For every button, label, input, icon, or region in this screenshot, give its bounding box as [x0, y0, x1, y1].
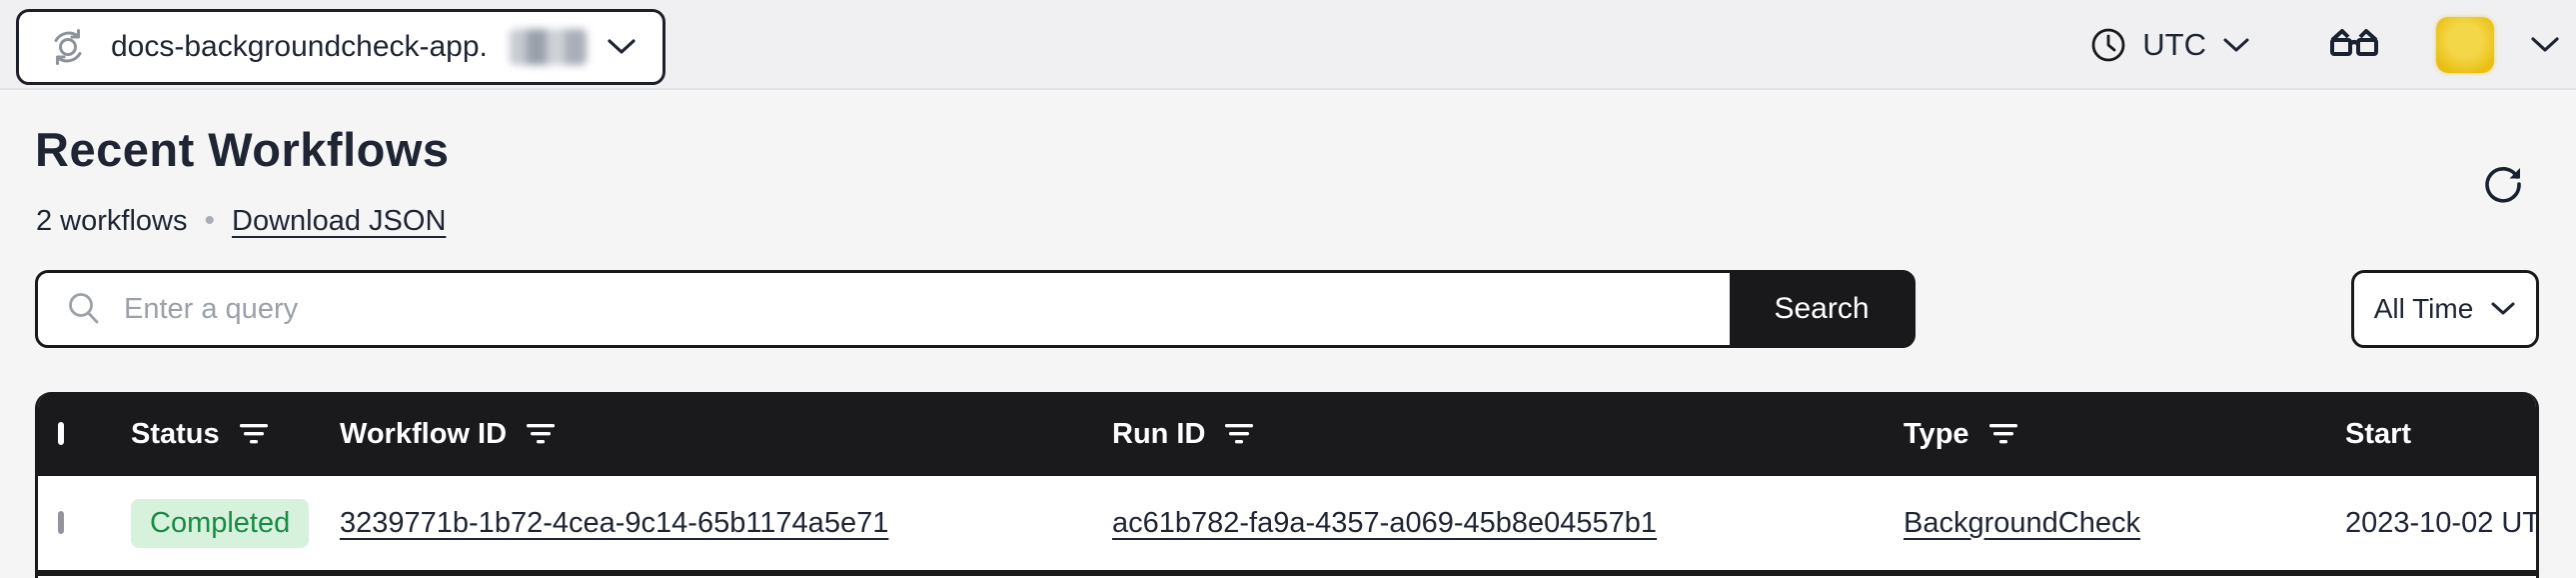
column-header-start: Start [2345, 417, 2412, 450]
filter-lines-icon[interactable] [526, 420, 556, 448]
chevron-down-icon [2490, 301, 2516, 317]
user-avatar[interactable] [2436, 17, 2494, 73]
status-badge: Completed [131, 498, 310, 548]
row-divider [38, 570, 2536, 576]
table-row[interactable]: Completed 3239771b-1b72-4cea-9c14-65b117… [38, 476, 2536, 570]
top-bar: docs-backgroundcheck-app. UTC [0, 0, 2576, 90]
top-bar-actions: UTC [2090, 0, 2560, 90]
column-header-type: Type [1904, 417, 1969, 450]
select-all-checkbox[interactable] [58, 422, 64, 445]
workflows-table: Status Workflow ID Run ID Type [35, 392, 2539, 578]
timezone-selector[interactable]: UTC [2090, 27, 2250, 63]
workflow-id-link[interactable]: 3239771b-1b72-4cea-9c14-65b1174a5e71 [340, 506, 889, 539]
namespace-selector[interactable]: docs-backgroundcheck-app. [16, 9, 665, 85]
row-checkbox[interactable] [58, 511, 64, 534]
glasses-icon[interactable] [2328, 28, 2380, 62]
workflow-type-link[interactable]: BackgroundCheck [1904, 506, 2140, 539]
namespace-cycle-icon [45, 24, 91, 70]
refresh-icon [2480, 161, 2532, 207]
next-row-clipped [38, 576, 2536, 578]
download-json-link[interactable]: Download JSON [232, 204, 447, 237]
namespace-label: docs-backgroundcheck-app. [111, 30, 488, 63]
namespace-redacted-text [509, 29, 587, 65]
table-header-row: Status Workflow ID Run ID Type [38, 392, 2536, 476]
filter-lines-icon[interactable] [1988, 420, 2018, 448]
workflow-count-line: 2 workflows • Download JSON [36, 204, 446, 238]
bullet-separator: • [204, 204, 216, 237]
column-header-status: Status [131, 417, 220, 450]
column-header-workflow-id: Workflow ID [340, 417, 508, 450]
workflow-count: 2 workflows [36, 204, 188, 237]
refresh-button[interactable] [2480, 158, 2532, 210]
filter-lines-icon[interactable] [1224, 420, 1254, 448]
timezone-label: UTC [2142, 27, 2206, 62]
query-input[interactable] [38, 273, 1913, 345]
time-range-value: All Time [2373, 293, 2474, 324]
column-header-run-id: Run ID [1112, 417, 1206, 450]
start-time-value: 2023-10-02 UT [2345, 506, 2539, 539]
run-id-link[interactable]: ac61b782-fa9a-4357-a069-45b8e04557b1 [1112, 506, 1658, 539]
search-button[interactable]: Search [1730, 272, 1914, 346]
chevron-down-icon [607, 38, 637, 56]
query-search-bar: Search [35, 270, 1916, 348]
page-title: Recent Workflows [35, 123, 450, 176]
time-range-filter[interactable]: All Time [2351, 270, 2539, 348]
clock-icon [2090, 27, 2126, 63]
chevron-down-icon [2222, 37, 2250, 54]
chevron-down-icon[interactable] [2530, 36, 2560, 54]
filter-lines-icon[interactable] [239, 420, 269, 448]
